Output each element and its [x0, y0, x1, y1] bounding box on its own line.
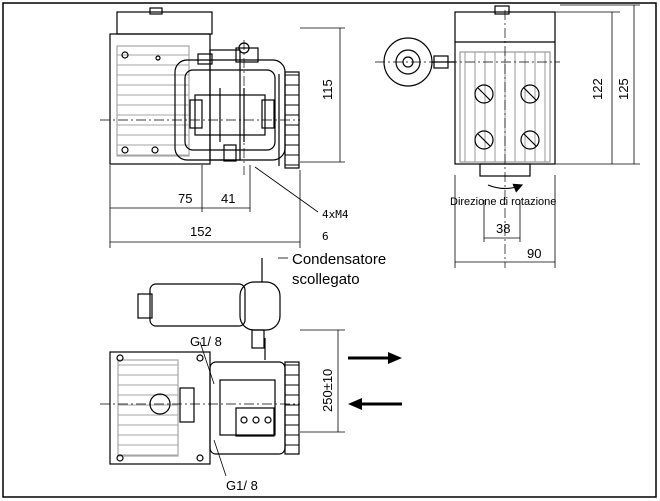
label-capacitor: Condensatore: [292, 251, 386, 268]
label-port-top: G1/ 8: [190, 334, 222, 349]
dim-122: 122: [590, 78, 605, 100]
dim-cable-length: 250±10: [320, 369, 335, 412]
label-port-bottom: G1/ 8: [226, 478, 258, 493]
dim-75: 75: [178, 191, 192, 206]
dim-115: 115: [320, 79, 335, 100]
label-mount-holes-depth: 6: [322, 230, 329, 243]
front-view: [375, 5, 560, 268]
label-mount-holes: 4xM4: [322, 208, 349, 221]
dim-38: 38: [496, 221, 510, 236]
side-view-dimensions: [109, 27, 345, 248]
side-view: [100, 7, 300, 175]
front-view-dimensions: [454, 4, 640, 268]
dim-125: 125: [616, 78, 631, 100]
dim-41: 41: [221, 191, 235, 206]
dim-152: 152: [190, 224, 212, 239]
label-rotation-direction: Direzione di rotazione: [450, 196, 556, 208]
dim-90: 90: [527, 246, 541, 261]
flow-arrows: [348, 352, 402, 410]
label-capacitor-disconnected: scollegato: [292, 271, 360, 288]
top-view: [100, 257, 345, 477]
